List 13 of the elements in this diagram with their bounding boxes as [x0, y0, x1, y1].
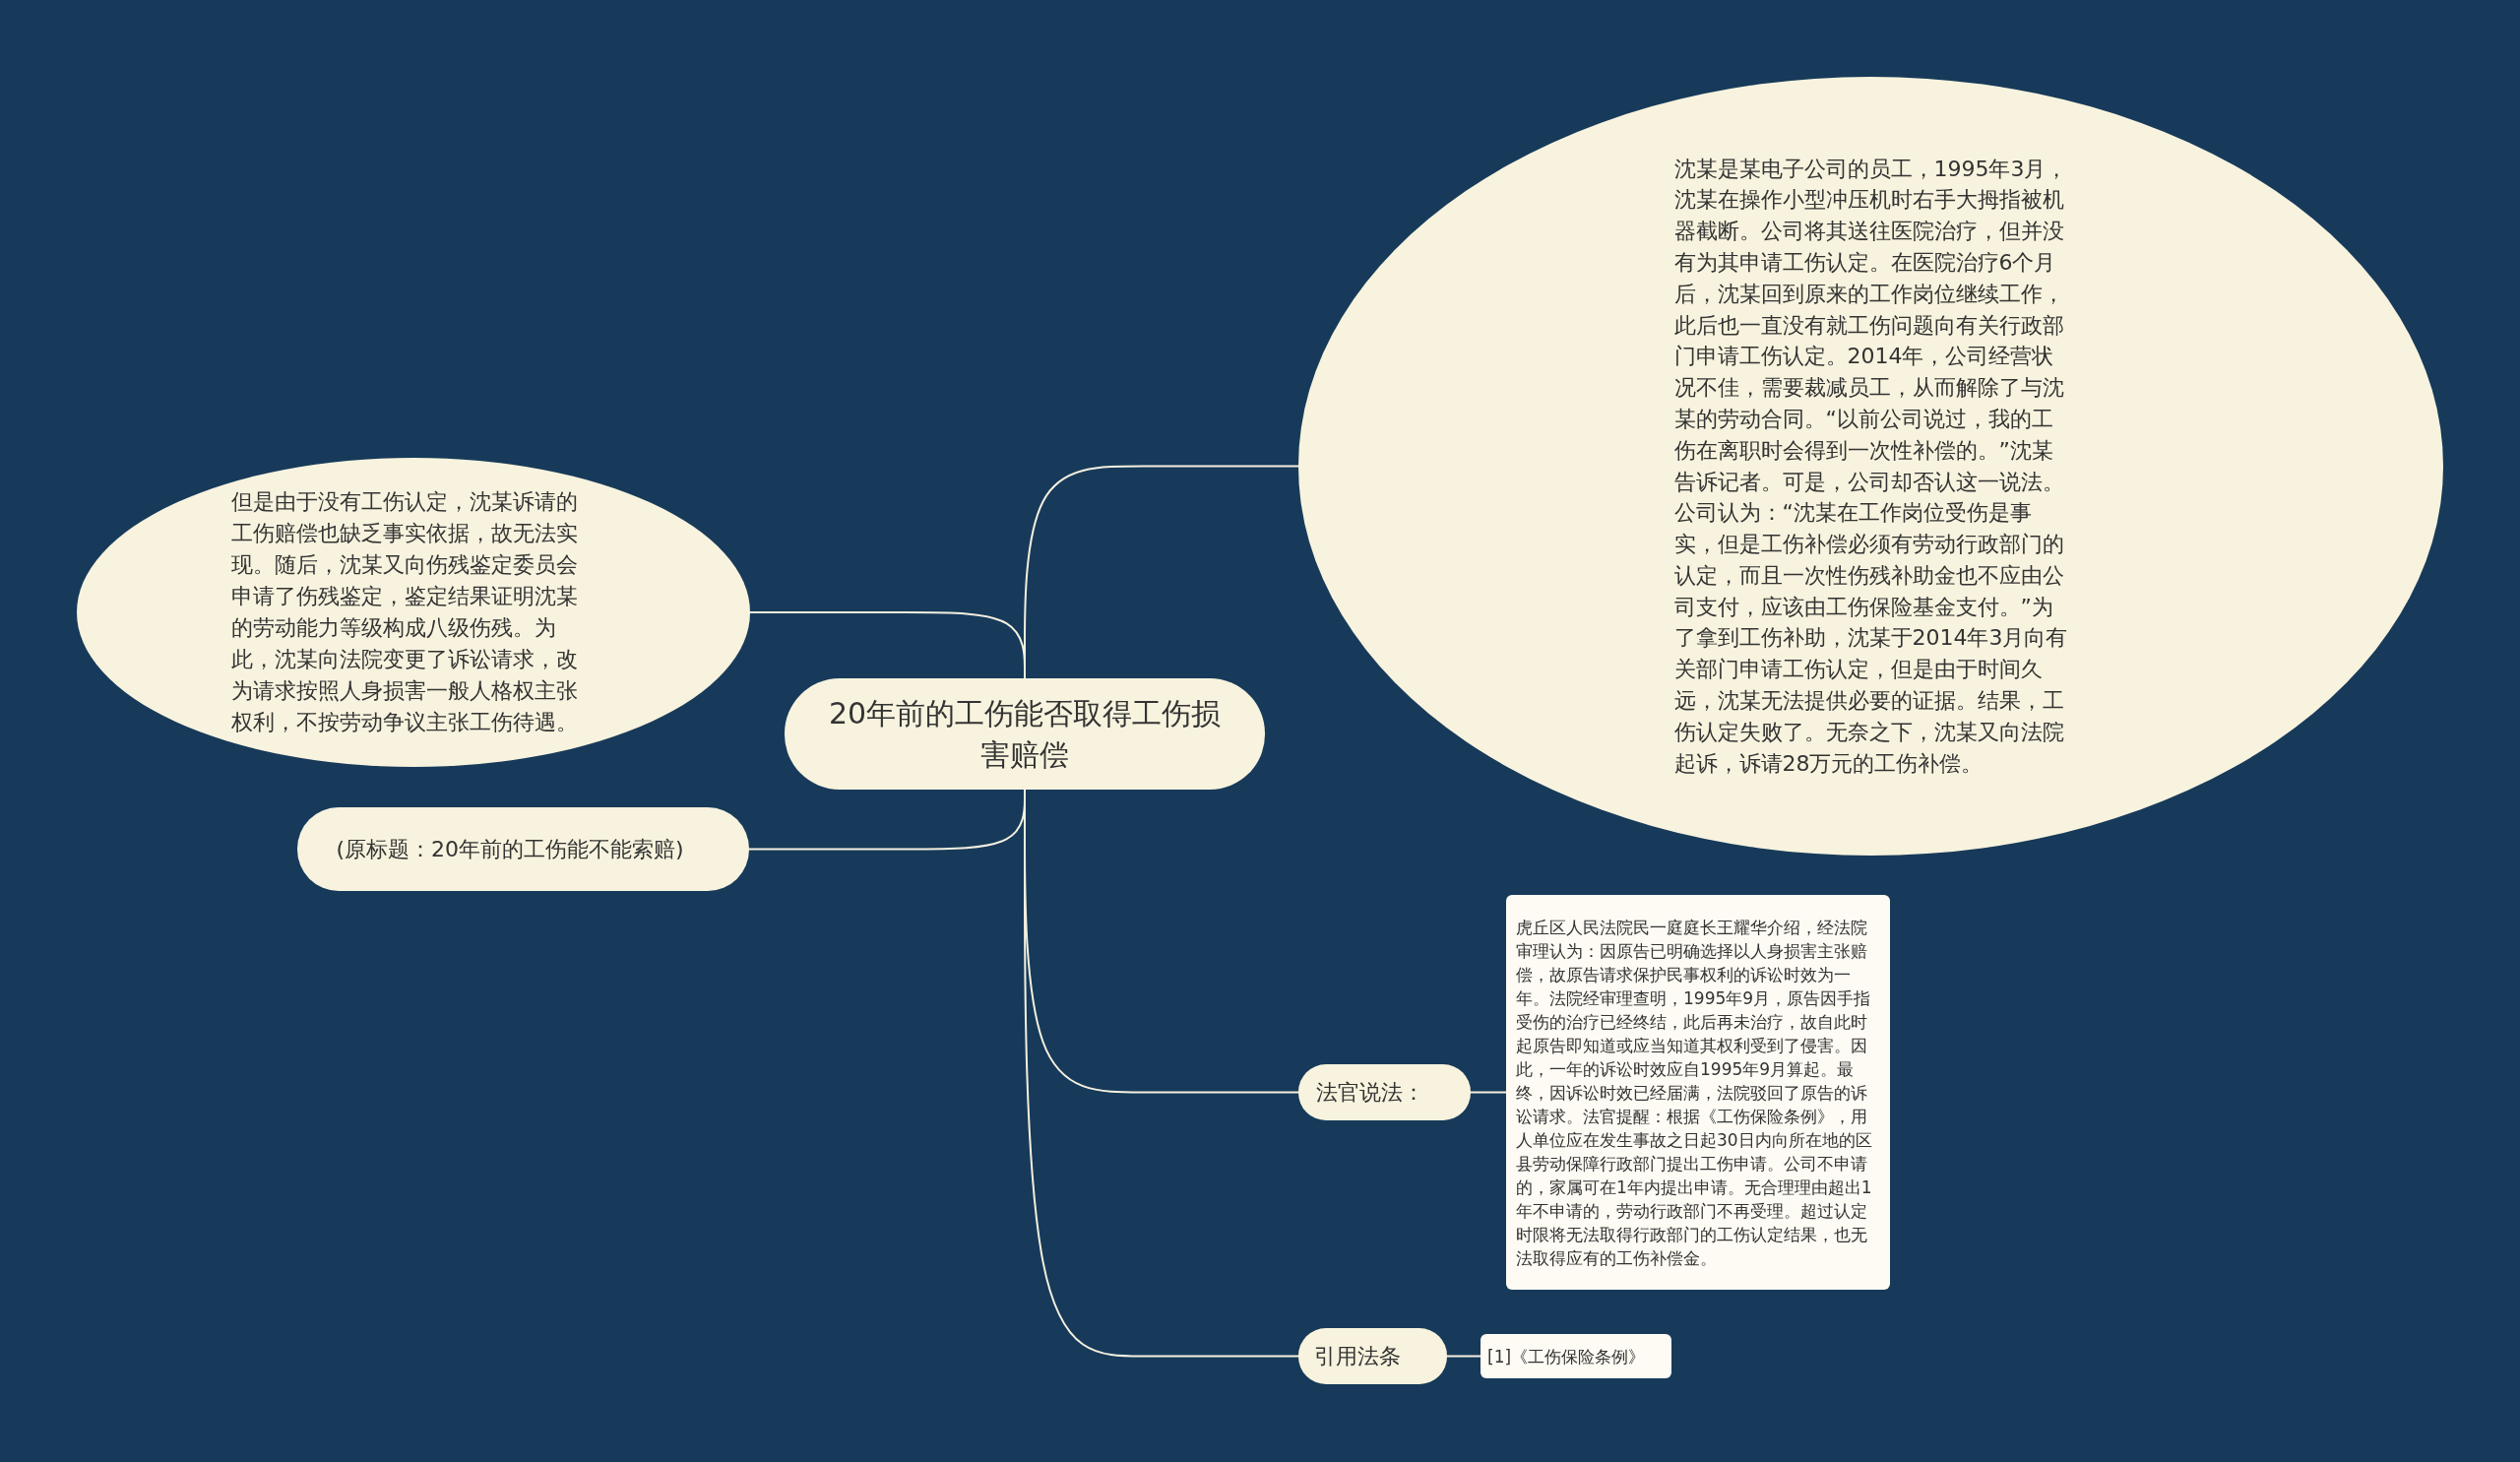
node-text: [1]《工伤保险条例》 — [1487, 1345, 1647, 1368]
connector-line — [1470, 1091, 1507, 1094]
node-text: 法官说法： — [1315, 1078, 1425, 1107]
node-text: 但是由于没有工伤认定，沈某诉请的工伤赔偿也缺乏事实依据，故无法实现。随后，沈某又向伤残鉴定委员会申请了伤残鉴定，鉴定结果证明沈某的劳动能力等级构成八级伤残。为此，沈某向法院变更了诉讼请求，改为请求按照人身损害一般人格权主张权利，不按劳动争议主张工伤待遇。 — [231, 488, 579, 736]
note-card — [1506, 895, 1890, 1290]
node-text: 引用法条 — [1313, 1342, 1402, 1370]
node-text: 20年前的工伤能否取得工伤损害赔偿 — [828, 694, 1222, 774]
node-text: 虎丘区人民法院民一庭庭长王耀华介绍，经法院审理认为：因原告已明确选择以人身损害主张赔偿，故原告请求保护民事权利的诉讼时效为一年。法院经审理查明，1995年9月，原告因手指受伤的治疗已经终结，此后再未治疗，故自此时起原告即知道或应当知道其权利受到了侵害。因此，一年的诉讼时效应自1995年9月算起。最终，因诉讼时效已经届满，法院驳回了原告的诉讼请求。法官提醒：根据《工伤保险条例》，用人单位应在发生事故之日起30日内向所在地的区县劳动保障行政部门提出工伤申请。公司不申请的，家属可在1年内提出申请。无合理理由超出1年不申请的，劳动行政部门不再受理。超过认定时限将无法取得行政部门的工伤认定结果，也无法取得应有的工伤补偿金。 — [1516, 916, 1873, 1270]
node-text: 沈某是某电子公司的员工，1995年3月，沈某在操作小型冲压机时右手大拇指被机器截断。公司将其送往医院治疗，但并没有为其申请工伤认定。在医院治疗6个月后，沈某回到原来的工作岗位继续工作，此后也一直没有就工伤问题向有关行政部门申请工伤认定。2014年，公司经营状况不佳，需要裁减员工，从而解除了与沈某的劳动合同。“以前公司说过，我的工伤在离职时会得到一次性补偿的。”沈某告诉记者。可是，公司却否认这一说法。公司认为：“沈某在工作岗位受伤是事实，但是工伤补偿必须有劳动行政部门的认定，而且一次性伤残补助金也不应由公司支付，应该由工伤保险基金支付。”为了拿到工伤补助，沈某于2014年3月向有关部门申请工伤认定，但是由于时间久远，沈某无法提供必要的证据。结果，工伤认定失败了。无奈之下，沈某又向法院起诉，诉请28万元的工伤补偿。 — [1673, 155, 2068, 778]
connector-line — [749, 611, 1026, 679]
note-card — [1480, 1334, 1671, 1378]
connector-line — [1446, 1355, 1481, 1358]
node-text: (原标题：20年前的工伤能不能索赔) — [336, 835, 685, 863]
